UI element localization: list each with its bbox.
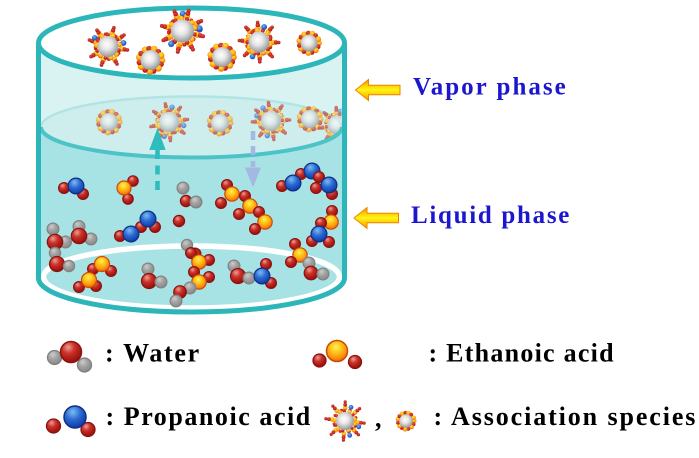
svg-text:: Ethanoic acid: : Ethanoic acid	[429, 339, 615, 368]
svg-text:: Propanoic acid: : Propanoic acid	[106, 402, 312, 431]
svg-text:,: ,	[375, 404, 382, 433]
svg-text:: Water: : Water	[105, 339, 201, 368]
svg-text:Vapor phase: Vapor phase	[413, 74, 568, 101]
svg-text:: Association species: : Association species	[434, 402, 698, 431]
svg-text:Liquid phase: Liquid phase	[411, 202, 571, 229]
